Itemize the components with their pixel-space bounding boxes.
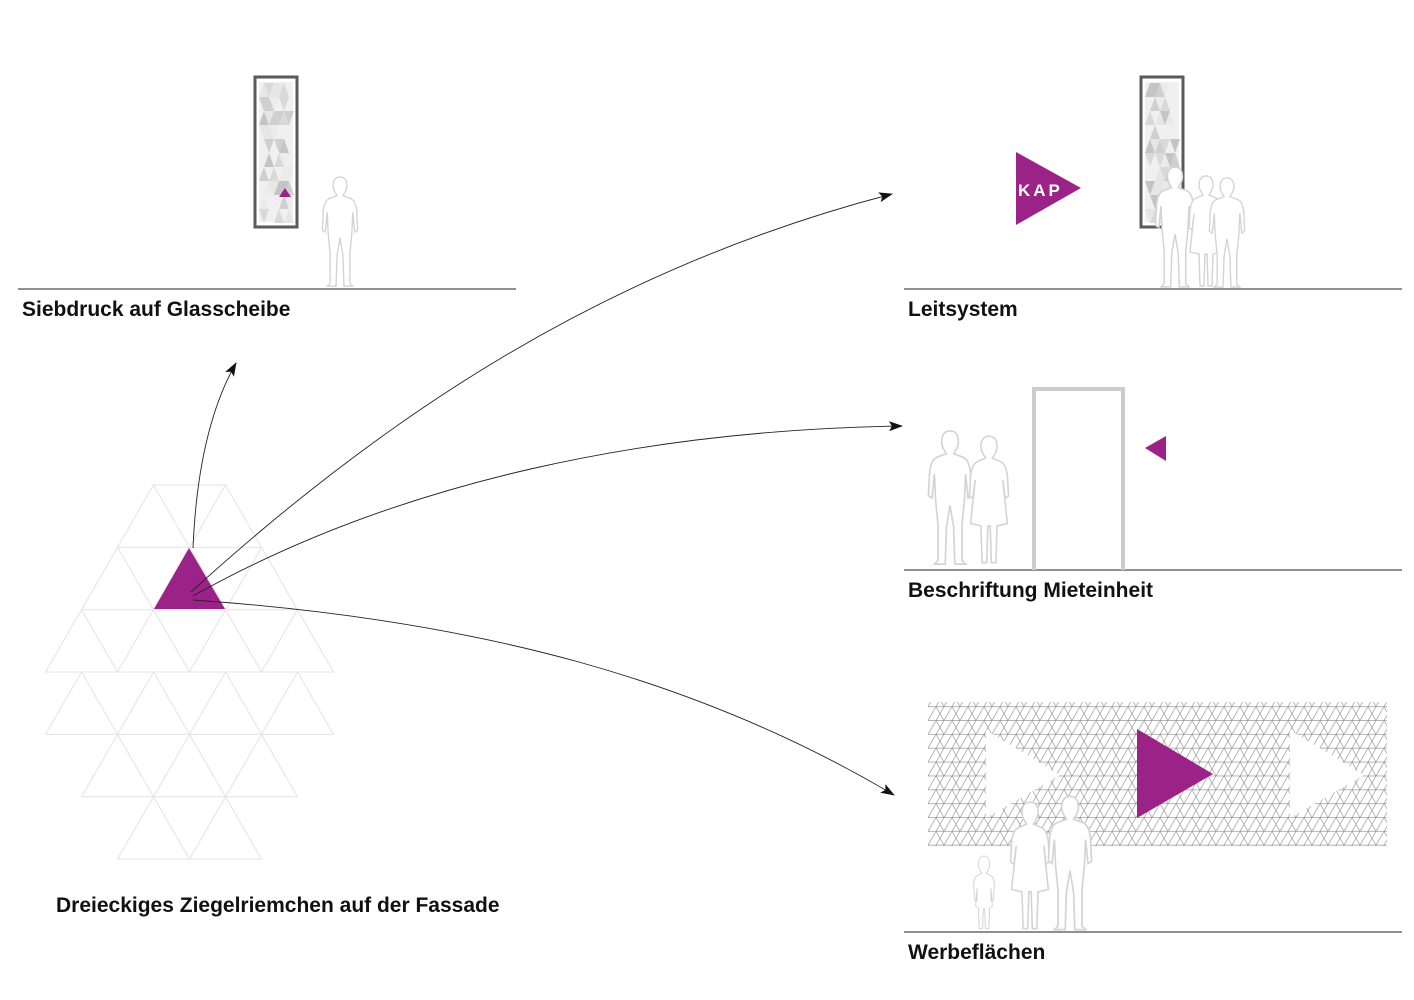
glass-print-triangle	[1145, 83, 1155, 97]
person-silhouette-icon	[321, 176, 359, 287]
glass-print-triangle	[264, 83, 274, 97]
glass-print-triangle	[1165, 153, 1175, 167]
arrow-to-guidance-icon	[190, 192, 893, 593]
glass-print-triangle	[284, 167, 294, 181]
kap-sign-triangle-icon	[1016, 152, 1081, 225]
glass-print-triangle	[259, 167, 269, 181]
glass-print-triangle	[1170, 139, 1180, 153]
glass-print-triangle	[1155, 181, 1165, 195]
glass-print-triangle	[274, 83, 284, 97]
child-silhouette-icon	[972, 855, 996, 930]
glass-print-triangle	[1150, 97, 1160, 111]
glass-print-triangle	[264, 153, 274, 167]
glass-print-triangle	[1150, 181, 1160, 195]
glass-accent-triangle-icon	[279, 188, 291, 197]
door-icon	[1032, 387, 1125, 570]
glass-print-triangle	[284, 209, 294, 223]
glass-print-triangle	[259, 83, 269, 97]
glass-print-triangle	[264, 181, 274, 195]
glass-print-triangle	[259, 195, 269, 209]
glass-print-triangle	[279, 167, 289, 181]
glass-print-triangle	[269, 97, 279, 111]
connector-arrows	[190, 192, 903, 796]
glass-print-triangle	[274, 209, 284, 223]
glass-print-triangle	[269, 167, 279, 181]
glass-print-triangle	[269, 125, 279, 139]
glass-print-triangle	[1155, 153, 1165, 167]
label-guidance: Leitsystem	[908, 298, 1018, 321]
glass-print-triangle	[1150, 83, 1160, 97]
glass-print-triangle	[264, 97, 274, 111]
glass-print-triangle	[1150, 125, 1160, 139]
glass-print-triangle	[1160, 153, 1170, 167]
glass-print-triangle	[1155, 83, 1165, 97]
kap-sign-text: KAP	[1018, 181, 1063, 200]
glass-print-triangle	[1155, 97, 1165, 111]
ad-triangle-accent-icon	[1137, 729, 1213, 818]
glass-print-triangle	[264, 139, 274, 153]
glass-print-triangle	[1145, 209, 1155, 223]
person-silhouette-icon	[927, 430, 973, 565]
label-glass: Siebdruck auf Glasscheibe	[22, 298, 291, 321]
glass-print-triangle	[269, 181, 279, 195]
glass-print-triangle	[284, 111, 294, 125]
facade-grid-path	[44, 484, 335, 861]
arrow-to-unit-icon	[192, 421, 903, 597]
glass-print-triangle	[1165, 111, 1175, 125]
glass-print-triangle	[269, 83, 279, 97]
glass-triangle-print	[259, 83, 294, 223]
facade-grid-lines	[44, 484, 335, 861]
glass-print-triangle	[1160, 111, 1170, 125]
glass-print-triangle	[1160, 83, 1170, 97]
person-silhouette-icon	[968, 435, 1010, 564]
arrow-to-ads-icon	[192, 599, 895, 796]
glass-print-triangle	[274, 139, 284, 153]
glass-panel-illustration	[18, 75, 516, 290]
glass-print-triangle	[259, 209, 269, 223]
ad-triangle-white-left-icon	[986, 730, 1060, 818]
label-ads: Werbeflächen	[908, 941, 1046, 964]
label-unit: Beschriftung Mieteinheit	[908, 579, 1154, 602]
glass-print-triangle	[259, 111, 269, 125]
glass-print-triangle	[279, 83, 289, 97]
glass-print-triangle	[1155, 167, 1165, 181]
facade-accent-triangle-icon	[154, 548, 225, 609]
glass-print-triangle	[259, 97, 269, 111]
glass-print-triangle	[1160, 97, 1170, 111]
glass-print-triangle	[1145, 111, 1155, 125]
glass-print-triangle	[274, 111, 284, 125]
unit-panel-illustration	[904, 387, 1402, 571]
glass-print-triangle	[264, 111, 274, 125]
glass-print-triangle	[1160, 167, 1170, 181]
glass-print-triangle	[1145, 153, 1155, 167]
glass-print-triangle	[264, 125, 274, 139]
glass-print-triangle	[279, 181, 289, 195]
glass-print-triangle	[279, 195, 289, 209]
glass-print-triangle	[269, 111, 279, 125]
glass-print-triangle	[274, 181, 284, 195]
glass-print-triangle	[274, 153, 284, 167]
glass-print-triangle	[279, 111, 289, 125]
glass-print-triangle	[1170, 153, 1180, 167]
glass-print-triangle	[284, 195, 294, 209]
glass-print-triangle	[259, 125, 269, 139]
arrow-to-glass-icon	[192, 362, 237, 549]
glass-print-triangle	[1155, 139, 1165, 153]
facade-triangle-grid	[44, 484, 335, 861]
glass-print-triangle	[1145, 139, 1155, 153]
glass-print-triangle	[279, 139, 289, 153]
glass-print-triangle	[1160, 139, 1170, 153]
glass-print-triangle	[1155, 111, 1165, 125]
unit-sign-triangle-icon	[1145, 436, 1166, 461]
person-silhouette-icon	[1208, 177, 1246, 288]
label-facade: Dreieckiges Ziegelriemchen auf der Fassa…	[56, 894, 500, 917]
glass-print-triangle	[279, 153, 289, 167]
guidance-panel-illustration: KAP	[904, 75, 1402, 290]
glass-print-triangle	[279, 97, 289, 111]
ads-panel-illustration	[904, 702, 1402, 933]
glass-print-triangle	[1145, 181, 1155, 195]
ad-triangle-white-right-icon	[1290, 730, 1364, 818]
glass-print-triangle	[1150, 139, 1160, 153]
